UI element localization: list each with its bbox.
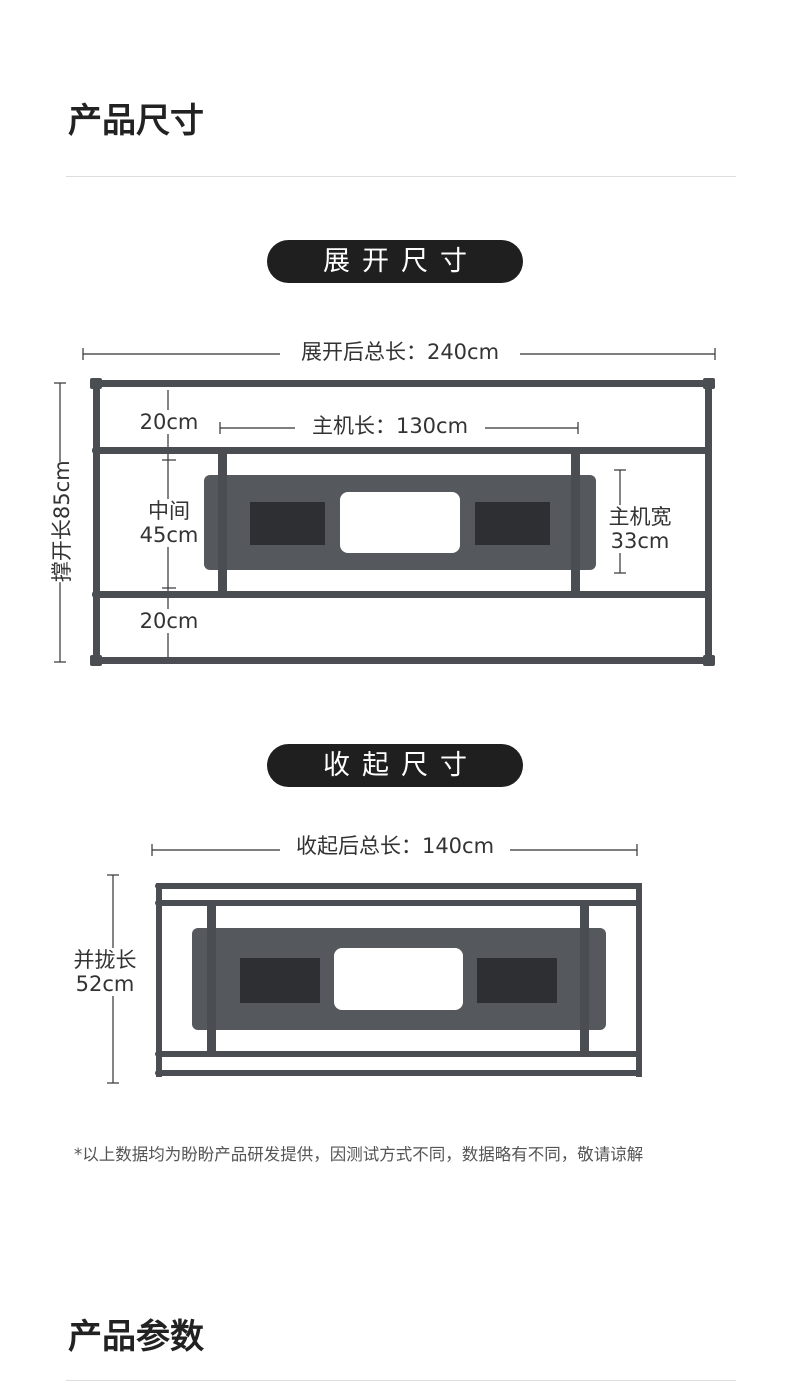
- expanded-total-length: 展开后总长：240cm: [280, 340, 520, 365]
- middle-gap-label: 中间: [134, 499, 204, 524]
- host-width: 主机宽 33cm: [600, 505, 680, 554]
- collapsed-total-length: 收起后总长：140cm: [280, 834, 510, 859]
- host-width-label: 主机宽: [600, 505, 680, 530]
- section-title-params: 产品参数: [68, 1317, 204, 1357]
- divider: [66, 176, 736, 177]
- span-length: 撑开长85cm: [49, 460, 75, 583]
- section-title-size: 产品尺寸: [68, 101, 204, 141]
- collapsed-rack: [155, 883, 642, 1077]
- host-width-value: 33cm: [600, 529, 680, 554]
- gap-bottom: 20cm: [134, 609, 204, 634]
- footnote: *以上数据均为盼盼产品研发提供，因测试方式不同，数据略有不同，敬请谅解: [74, 1145, 644, 1164]
- expanded-size-pill: 展开尺寸: [267, 240, 523, 283]
- divider: [66, 1380, 736, 1381]
- closed-length-label: 并拢长: [66, 948, 144, 973]
- closed-length-value: 52cm: [66, 972, 144, 997]
- expanded-rack: [90, 378, 715, 666]
- gap-top: 20cm: [134, 410, 204, 435]
- collapsed-size-pill: 收起尺寸: [267, 744, 523, 787]
- middle-gap: 中间 45cm: [134, 499, 204, 548]
- closed-length: 并拢长 52cm: [66, 948, 144, 997]
- middle-gap-value: 45cm: [134, 523, 204, 548]
- host-length: 主机长：130cm: [295, 414, 485, 439]
